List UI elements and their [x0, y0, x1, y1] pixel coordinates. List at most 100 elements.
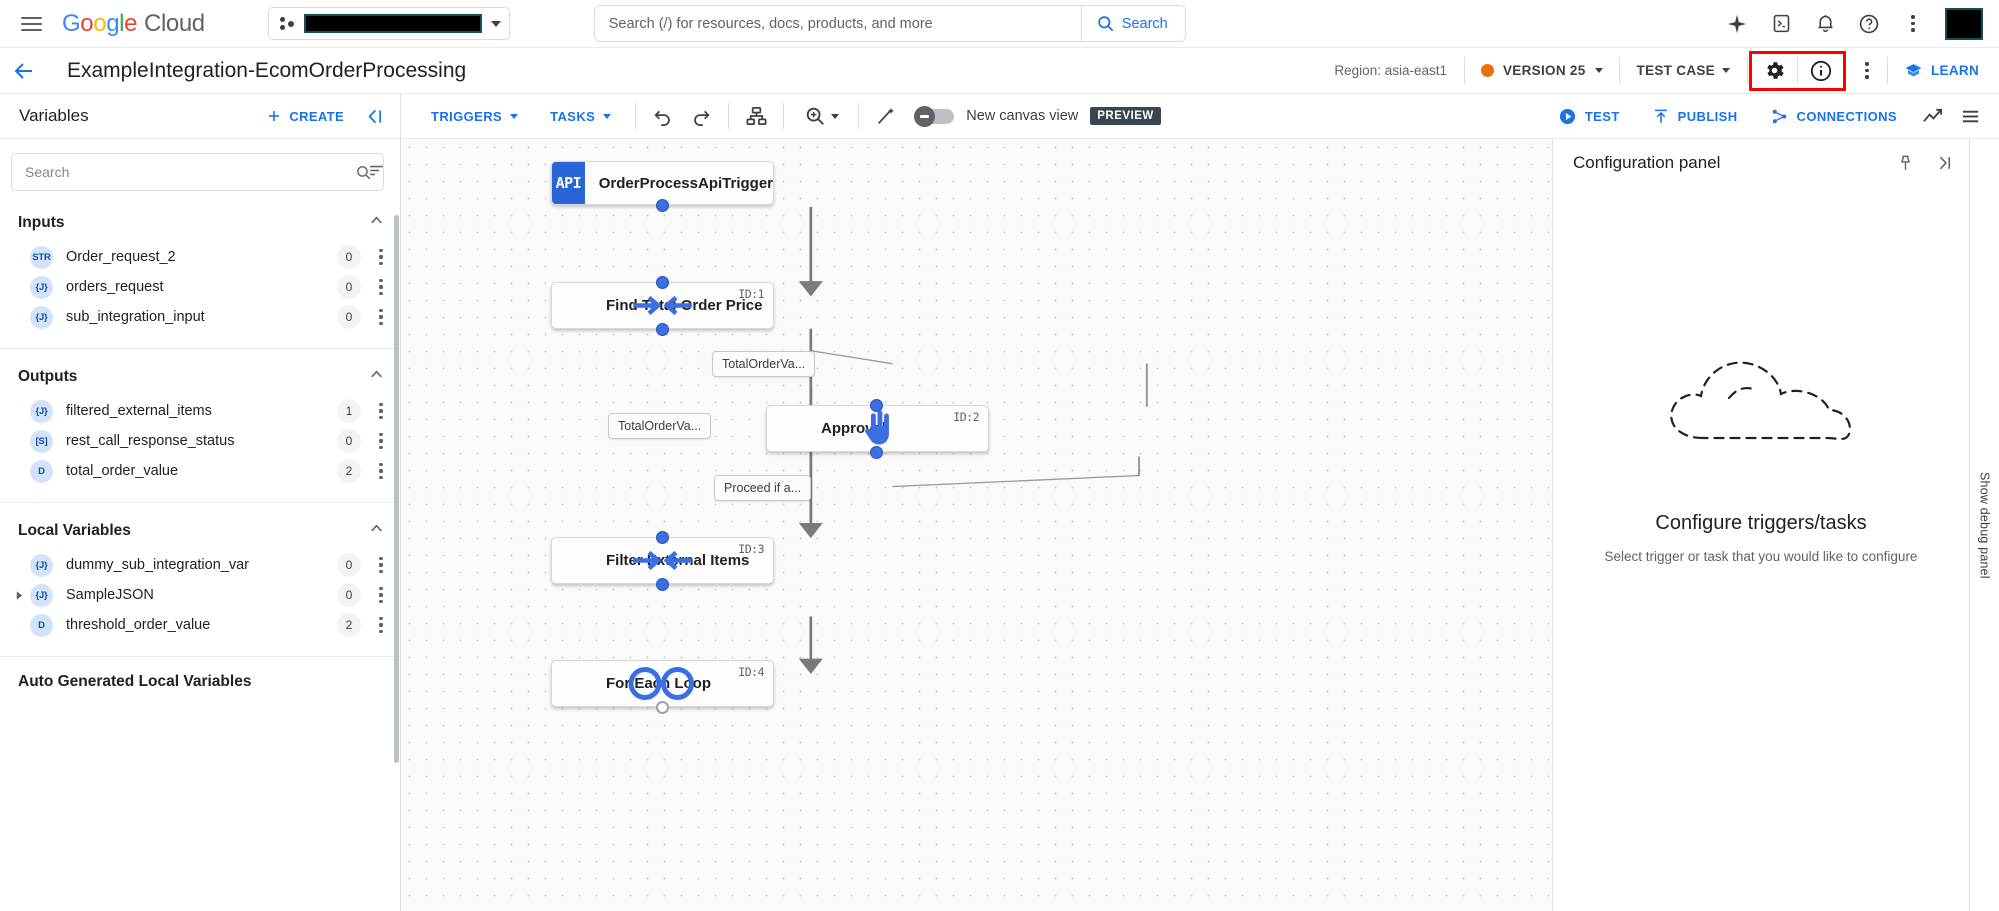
search-input[interactable] [23, 163, 355, 181]
project-name-redacted [303, 14, 482, 33]
variables-scroll-area[interactable]: InputsSTROrder_request_20{J}orders_reque… [0, 139, 400, 911]
connections-button[interactable]: CONNECTIONS [1754, 107, 1913, 126]
edge-label[interactable]: TotalOrderVa... [712, 351, 816, 377]
node-input-port[interactable] [656, 276, 669, 289]
edge-label[interactable]: TotalOrderVa... [608, 413, 712, 439]
node-order-process-api-trigger[interactable]: API OrderProcessApiTrigger [551, 161, 774, 205]
variable-row-kebab-icon[interactable] [372, 557, 390, 573]
tasks-menu[interactable]: TASKS [534, 109, 627, 124]
sort-icon[interactable] [367, 161, 386, 185]
avatar[interactable] [1945, 7, 1983, 40]
page-header: ExampleIntegration-EcomOrderProcessing R… [0, 48, 1999, 94]
collapse-panel-icon[interactable] [356, 98, 392, 134]
search-icon [357, 165, 371, 179]
version-selector[interactable]: VERSION 25 [1465, 63, 1619, 78]
publish-button[interactable]: PUBLISH [1636, 107, 1754, 125]
node-find-total-order-price[interactable]: Find Total Order Price ID:1 [551, 282, 774, 329]
settings-gear-icon[interactable] [1752, 53, 1797, 89]
node-output-port[interactable] [870, 446, 883, 459]
test-button[interactable]: TEST [1542, 107, 1636, 126]
node-output-port[interactable] [656, 578, 669, 591]
section-header[interactable]: Auto Generated Local Variables [0, 666, 400, 698]
cloud-shell-terminal-icon[interactable] [1761, 4, 1801, 44]
section-header[interactable]: Local Variables [0, 512, 400, 550]
create-variable-button[interactable]: CREATE [258, 108, 352, 124]
node-input-port[interactable] [656, 531, 669, 544]
edge-label[interactable]: Proceed if a... [714, 475, 812, 501]
variable-name: filtered_external_items [66, 403, 212, 419]
node-filter-external-items[interactable]: Filter External Items ID:3 [551, 537, 774, 584]
info-circle-icon[interactable] [1798, 53, 1843, 89]
search-button[interactable]: Search [1080, 6, 1185, 41]
chevron-up-icon[interactable] [367, 519, 386, 543]
variable-row-kebab-icon[interactable] [372, 279, 390, 295]
node-output-port[interactable] [656, 323, 669, 336]
divider [635, 103, 637, 129]
scrollbar[interactable] [393, 139, 400, 911]
variable-row-kebab-icon[interactable] [372, 463, 390, 479]
node-approval[interactable]: Approval ID:2 [766, 405, 989, 452]
variable-row-kebab-icon[interactable] [372, 587, 390, 603]
expand-panel-icon[interactable] [1925, 145, 1961, 181]
pin-icon[interactable] [1887, 145, 1923, 181]
variable-row-kebab-icon[interactable] [372, 617, 390, 633]
chevron-up-icon[interactable] [367, 365, 386, 389]
new-canvas-view-toggle[interactable]: New canvas view PREVIEW [905, 105, 1161, 127]
node-output-port[interactable] [656, 199, 669, 212]
section-title: Auto Generated Local Variables [18, 673, 252, 690]
integration-canvas[interactable]: API OrderProcessApiTrigger Find Total Or… [401, 139, 1553, 911]
auto-layout-icon[interactable] [737, 97, 775, 135]
variable-row-kebab-icon[interactable] [372, 249, 390, 265]
help-question-icon[interactable] [1849, 4, 1889, 44]
section-header[interactable]: Outputs [0, 358, 400, 396]
variable-row-kebab-icon[interactable] [372, 403, 390, 419]
learn-button[interactable]: LEARN [1888, 61, 1987, 80]
highlighted-icon-group [1749, 50, 1846, 91]
node-input-port[interactable] [870, 399, 883, 412]
show-debug-panel-rail[interactable]: Show debug panel [1969, 139, 1999, 911]
variables-search[interactable] [11, 153, 384, 191]
test-case-selector[interactable]: TEST CASE [1620, 63, 1747, 78]
toggle-switch[interactable] [914, 105, 955, 127]
chevron-up-icon[interactable] [367, 211, 386, 235]
undo-icon[interactable] [644, 97, 682, 135]
variable-row-kebab-icon[interactable] [372, 309, 390, 325]
divider [858, 103, 860, 129]
expander-caret-icon[interactable] [8, 590, 30, 601]
page-body: Variables CREATE [0, 94, 1999, 911]
triggers-menu[interactable]: TRIGGERS [415, 109, 534, 124]
gemini-sparkle-icon[interactable] [1717, 4, 1757, 44]
hamburger-menu-icon[interactable] [10, 3, 52, 45]
search-input[interactable] [594, 6, 1081, 41]
redo-icon[interactable] [682, 97, 720, 135]
page-more-kebab-icon[interactable] [1847, 51, 1887, 91]
metrics-chart-icon[interactable] [1913, 97, 1951, 135]
section-header[interactable]: Inputs [0, 204, 400, 242]
version-label: VERSION 25 [1503, 63, 1586, 78]
project-selector[interactable] [267, 7, 510, 40]
magic-wand-icon[interactable] [867, 97, 905, 135]
variable-row-kebab-icon[interactable] [372, 433, 390, 449]
global-search[interactable]: Search [593, 5, 1186, 42]
variable-count-badge: 0 [337, 245, 361, 269]
more-vert-kebab-icon[interactable] [1893, 4, 1933, 44]
notifications-bell-icon[interactable] [1805, 4, 1845, 44]
zoom-control[interactable] [792, 97, 850, 135]
logs-list-icon[interactable] [1951, 97, 1989, 135]
back-arrow-icon[interactable] [0, 48, 48, 94]
scrollbar-thumb[interactable] [394, 215, 399, 763]
divider [1618, 57, 1620, 84]
node-output-port[interactable] [656, 701, 669, 714]
search-icon [1098, 16, 1114, 32]
node-for-each-loop[interactable]: For Each Loop ID:4 [551, 660, 774, 707]
